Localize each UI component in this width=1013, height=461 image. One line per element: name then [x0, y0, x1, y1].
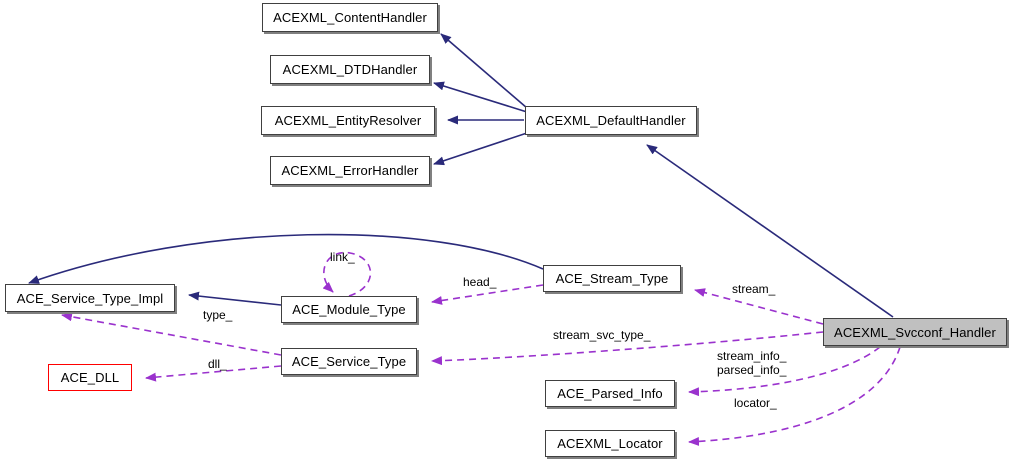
edge-label-text: stream_svc_type_ — [553, 328, 651, 342]
edge-svcconfhandler-to-defaulthandler — [646, 144, 894, 318]
node-label: ACE_Module_Type — [292, 302, 406, 317]
node-acexml-defaulthandler[interactable]: ACEXML_DefaultHandler — [525, 106, 697, 135]
edge-label-stream-svc-type: stream_svc_type_ — [553, 328, 650, 342]
edge-defaulthandler-to-errorhandler — [433, 132, 528, 166]
edge-moduletype-to-servicetypeimpl — [188, 291, 282, 306]
edge-svcconfhandler-to-acexmllocator-locator — [688, 346, 901, 446]
inheritance-edges — [28, 33, 894, 318]
edge-label-text: parsed_info_ — [717, 363, 787, 377]
node-acexml-contenthandler[interactable]: ACEXML_ContentHandler — [262, 3, 438, 32]
edge-label-text: dll_ — [208, 357, 227, 371]
node-label: ACEXML_DTDHandler — [282, 62, 418, 77]
node-label: ACEXML_Locator — [557, 436, 663, 451]
edge-label-link: link_ — [330, 250, 355, 264]
edge-label-locator: locator_ — [734, 396, 777, 410]
edge-svcconfhandler-to-parsedinfo-info — [688, 346, 881, 397]
node-ace-stream-type[interactable]: ACE_Stream_Type — [543, 265, 681, 292]
node-label: ACEXML_DefaultHandler — [536, 113, 686, 128]
edge-defaulthandler-to-dtdhandler — [433, 81, 528, 113]
node-label: ACEXML_EntityResolver — [274, 113, 422, 128]
node-acexml-locator[interactable]: ACEXML_Locator — [545, 430, 675, 457]
edge-svcconfhandler-to-streamtype-stream — [694, 288, 824, 325]
node-label: ACE_Service_Type_Impl — [16, 290, 164, 306]
node-label: ACEXML_ContentHandler — [273, 10, 427, 25]
edge-svcconfhandler-to-servicetype-streamsvctype — [431, 331, 824, 366]
edge-servicetype-to-acedll-dll — [145, 365, 282, 382]
edge-defaulthandler-to-contenthandler — [440, 33, 528, 109]
edge-moduletype-link-self — [322, 251, 372, 297]
edge-label-parsed-info: parsed_info_ — [717, 363, 786, 377]
edge-label-head: head_ — [463, 275, 496, 289]
edge-label-dll: dll_ — [208, 357, 227, 371]
node-label: ACE_Parsed_Info — [557, 386, 663, 401]
node-label: ACE_Stream_Type — [555, 271, 669, 286]
edge-label-text: locator_ — [734, 396, 777, 410]
edge-label-stream-info: stream_info_ — [717, 349, 786, 363]
node-label: ACE_Service_Type — [291, 354, 407, 369]
edge-label-text: stream_info_ — [717, 349, 787, 363]
edge-label-text: stream_ — [732, 282, 776, 296]
edge-servicetype-to-servicetypeimpl-type — [61, 312, 282, 356]
edge-streamtype-to-moduletype-head — [431, 284, 544, 305]
usage-edges — [61, 251, 901, 446]
edge-label-stream: stream_ — [732, 282, 775, 296]
edge-label-type: type_ — [203, 308, 232, 322]
node-ace-service-type-impl[interactable]: ACE_Service_Type_Impl — [5, 284, 175, 312]
node-label: ACE_DLL — [60, 370, 120, 385]
edge-label-text: link_ — [330, 250, 355, 264]
edge-streamtype-to-servicetypeimpl — [28, 233, 544, 284]
node-acexml-errorhandler[interactable]: ACEXML_ErrorHandler — [270, 156, 430, 185]
node-acexml-svcconf-handler[interactable]: ACEXML_Svcconf_Handler — [823, 318, 1007, 346]
node-label: ACEXML_Svcconf_Handler — [834, 324, 996, 340]
node-label: ACEXML_ErrorHandler — [281, 163, 419, 178]
node-acexml-dtdhandler[interactable]: ACEXML_DTDHandler — [270, 55, 430, 84]
edge-label-text: head_ — [463, 275, 497, 289]
node-ace-service-type[interactable]: ACE_Service_Type — [281, 348, 417, 375]
node-ace-module-type[interactable]: ACE_Module_Type — [281, 296, 417, 323]
node-ace-dll[interactable]: ACE_DLL — [48, 364, 132, 391]
node-ace-parsed-info[interactable]: ACE_Parsed_Info — [545, 380, 675, 407]
edge-label-text: type_ — [203, 308, 233, 322]
node-acexml-entityresolver[interactable]: ACEXML_EntityResolver — [261, 106, 435, 135]
